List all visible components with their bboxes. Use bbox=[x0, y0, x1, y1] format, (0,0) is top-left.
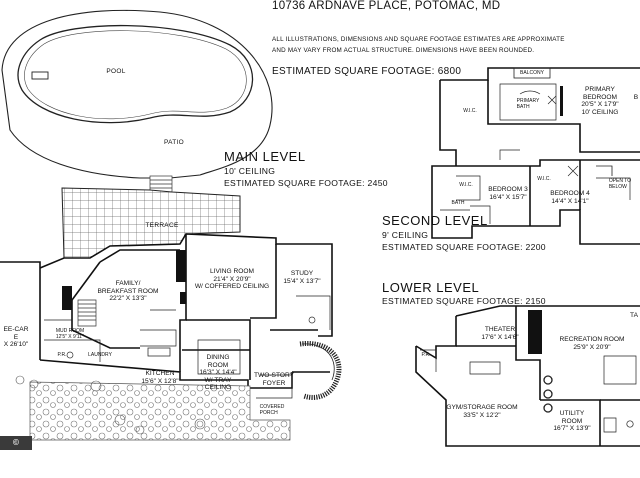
room-wic-bedroom4: W.I.C. bbox=[537, 176, 551, 182]
room-gym-storage: GYM/STORAGE ROOM 33'5" X 12'2" bbox=[446, 404, 518, 419]
disclaimer-line-2: AND MAY VARY FROM ACTUAL STRUCTURE. DIME… bbox=[272, 47, 535, 54]
pool-label: POOL bbox=[106, 68, 126, 75]
disclaimer-text: ALL ILLUSTRATIONS, DIMENSIONS AND SQUARE… bbox=[272, 34, 572, 56]
fireplace-family bbox=[176, 250, 186, 282]
pool-spa-step bbox=[31, 71, 49, 80]
room-theater: THEATER 17'6" X 14'6" bbox=[481, 326, 519, 341]
room-edge-ta: TA bbox=[630, 312, 638, 319]
room-recreation: RECREATION ROOM 25'9" X 20'9" bbox=[559, 336, 625, 351]
terrace-label: TERRACE bbox=[145, 222, 179, 229]
mudroom-stair bbox=[77, 299, 97, 327]
disclaimer-line-1: ALL ILLUSTRATIONS, DIMENSIONS AND SQUARE… bbox=[272, 36, 565, 43]
main-level-title: MAIN LEVEL bbox=[224, 149, 306, 164]
room-bath-second: BATH bbox=[451, 200, 465, 206]
main-level-ceiling: 10' CEILING bbox=[224, 166, 276, 176]
room-wic-primary: W.I.C. bbox=[463, 108, 477, 114]
floor-plan-drawing bbox=[0, 9, 640, 447]
main-level-walls bbox=[0, 233, 333, 389]
room-primary-bath: PRIMARY BATH bbox=[516, 98, 540, 110]
room-study: STUDY 15'4" X 13'7" bbox=[283, 270, 321, 285]
second-level-sqft: ESTIMATED SQUARE FOOTAGE: 2200 bbox=[382, 242, 546, 252]
room-garage: EE-CAR E X 26'10" bbox=[3, 326, 29, 349]
patio-label: PATIO bbox=[163, 139, 185, 146]
pool-outline bbox=[17, 24, 254, 124]
room-utility: UTILITY ROOM 16'7" X 13'9" bbox=[553, 410, 591, 433]
room-powder-lower: P.R. bbox=[421, 352, 431, 358]
room-living: LIVING ROOM 21'4" X 20'9" W/ COFFERED CE… bbox=[194, 268, 270, 291]
foyer-stair bbox=[299, 341, 342, 400]
room-bedroom-4: BEDROOM 4 14'4" X 14'1" bbox=[550, 190, 590, 205]
room-laundry: LAUNDRY bbox=[88, 352, 112, 358]
second-level-ceiling: 9' CEILING bbox=[382, 230, 429, 240]
room-dining: DINING ROOM 16'3" X 14'4" W/ TRAY CEILIN… bbox=[199, 354, 237, 392]
room-foyer: TWO-STORY FOYER bbox=[253, 372, 295, 387]
patio-stairs bbox=[149, 175, 173, 193]
lower-level-sqft: ESTIMATED SQUARE FOOTAGE: 2150 bbox=[382, 296, 546, 306]
second-level-title: SECOND LEVEL bbox=[382, 213, 488, 228]
room-bedroom-3: BEDROOM 3 16'4" X 15'7" bbox=[488, 186, 528, 201]
patio-outline bbox=[1, 9, 273, 179]
room-edge-b: B bbox=[633, 94, 639, 101]
utility-equipment bbox=[543, 375, 553, 413]
mls-watermark-badge: © BRIGHT MLS bbox=[0, 436, 32, 475]
room-covered-porch: COVERED PORCH bbox=[259, 404, 285, 416]
room-powder-main: P.R. bbox=[57, 352, 67, 358]
balcony-rail bbox=[513, 67, 551, 79]
fireplace-garage bbox=[62, 286, 72, 310]
theater-screen bbox=[528, 310, 542, 354]
room-open-to-below: OPEN TO BELOW bbox=[608, 178, 632, 190]
room-mudroom: MUD ROOM 12'5" X 9'11" bbox=[55, 328, 85, 340]
room-kitchen: KITCHEN 15'6" X 12'8" bbox=[141, 370, 179, 385]
front-walkway bbox=[29, 381, 291, 441]
lower-level-walls bbox=[415, 305, 640, 447]
kitchen-island bbox=[147, 347, 171, 357]
total-square-footage: ESTIMATED SQUARE FOOTAGE: 6800 bbox=[272, 66, 462, 77]
room-wic-bedroom3: W.I.C. bbox=[459, 182, 473, 188]
main-level-sqft: ESTIMATED SQUARE FOOTAGE: 2450 bbox=[224, 178, 388, 188]
lower-level-title: LOWER LEVEL bbox=[382, 280, 480, 295]
property-address-title: 10736 ARDNAVE PLACE, POTOMAC, MD bbox=[272, 0, 501, 12]
second-level-walls bbox=[431, 67, 640, 245]
room-primary-bedroom: PRIMARY BEDROOM 20'5" X 17'9" 10' CEILIN… bbox=[581, 86, 619, 116]
room-balcony: BALCONY bbox=[520, 70, 544, 76]
hedge-dots bbox=[15, 375, 206, 435]
room-family-breakfast: FAMILY/ BREAKFAST ROOM 22'2" X 13'3" bbox=[97, 280, 159, 303]
